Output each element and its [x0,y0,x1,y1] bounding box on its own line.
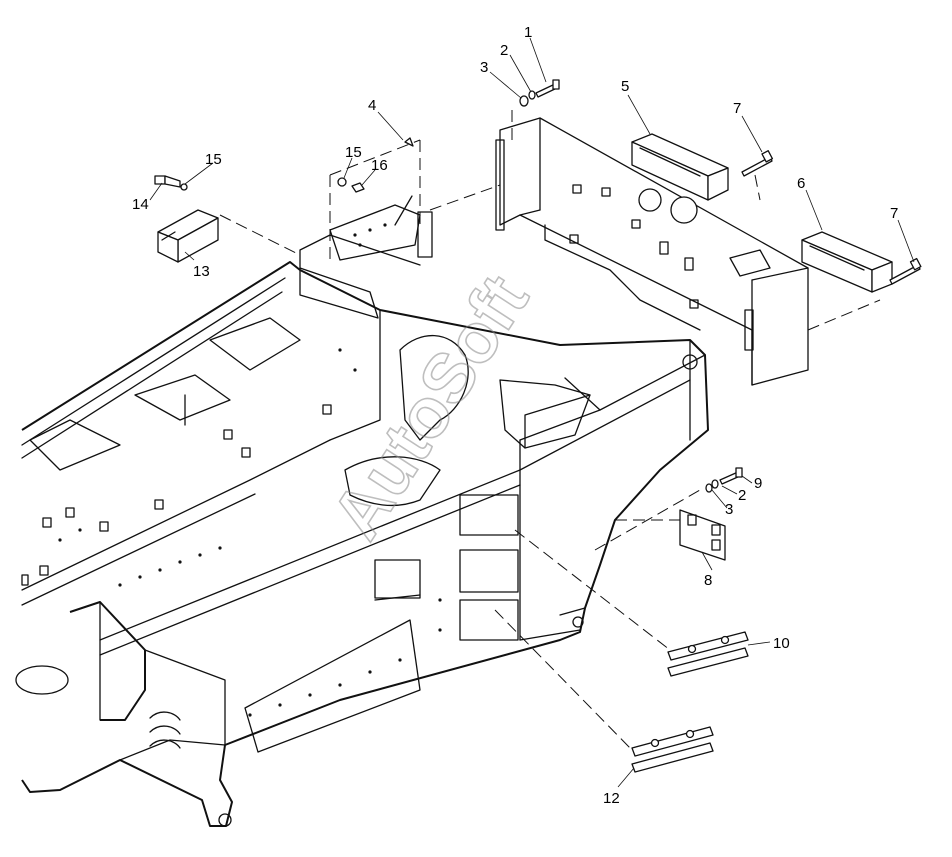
rivet-dots [58,348,442,717]
bolt-7-upper [741,150,774,177]
bracket-13 [157,209,219,263]
cover-box-6 [801,231,893,293]
callout-16: 16 [371,157,388,174]
callout-4: 4 [368,97,376,114]
bolt-7-lower [889,257,922,285]
slide-bar-10 [667,631,749,677]
washer-15-left [180,183,188,191]
callout-15-left: 15 [205,151,222,168]
callout-14: 14 [132,196,149,213]
nut-16 [351,182,365,193]
rear-cover-panel [495,117,809,386]
callout-10: 10 [773,635,790,652]
assembly-lines [219,110,881,751]
callout-8: 8 [704,572,712,589]
callout-2-lower: 2 [738,487,746,504]
callout-9: 9 [754,475,762,492]
callout-5: 5 [621,78,629,95]
callout-7-lower: 7 [890,205,898,222]
callout-2-top: 2 [500,42,508,59]
pin-4 [404,137,414,147]
bolt-14 [154,175,181,188]
washer-15-right [337,177,347,187]
leader-lines [149,37,915,788]
callout-3-top: 3 [480,59,488,76]
slide-bar-12 [631,726,714,773]
callout-6: 6 [797,175,805,192]
callout-15-right: 15 [345,144,362,161]
callout-3-lower: 3 [725,501,733,518]
fastener-set-1-2-3 [519,79,560,107]
main-frame [15,234,709,827]
watermark-text: AutoSoft [317,262,543,552]
callout-13: 13 [193,263,210,280]
callout-7-upper: 7 [733,100,741,117]
cover-box-5 [631,133,729,201]
fastener-set-9-2-3 [705,467,743,493]
plate-8 [679,509,726,561]
frame-clips [21,404,332,586]
callout-1: 1 [524,24,532,41]
callout-12: 12 [603,790,620,807]
callout-labels: 1 2 3 4 5 6 7 7 8 9 2 3 10 12 13 14 15 1… [132,24,898,807]
pedestal-plate [329,195,433,261]
